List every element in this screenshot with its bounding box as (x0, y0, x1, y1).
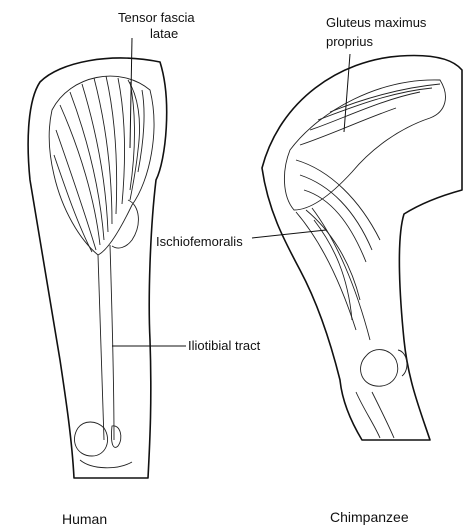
label-tensor-fascia-line2: latae (150, 26, 178, 41)
label-iliotibial-tract: Iliotibial tract (188, 338, 261, 353)
chimpanzee-leg-outline (262, 56, 462, 440)
caption-human: Human (62, 511, 107, 527)
human-leg-outline (28, 58, 167, 478)
chimpanzee-leg-illustration (262, 56, 462, 440)
label-ischiofemoralis: Ischiofemoralis (156, 234, 243, 249)
caption-chimpanzee: Chimpanzee (330, 509, 409, 525)
label-gluteus-line2: proprius (326, 34, 373, 49)
human-leg-illustration (28, 58, 167, 478)
label-gluteus-line1: Gluteus maximus (326, 15, 427, 30)
label-tensor-fascia-line1: Tensor fascia (118, 10, 195, 25)
